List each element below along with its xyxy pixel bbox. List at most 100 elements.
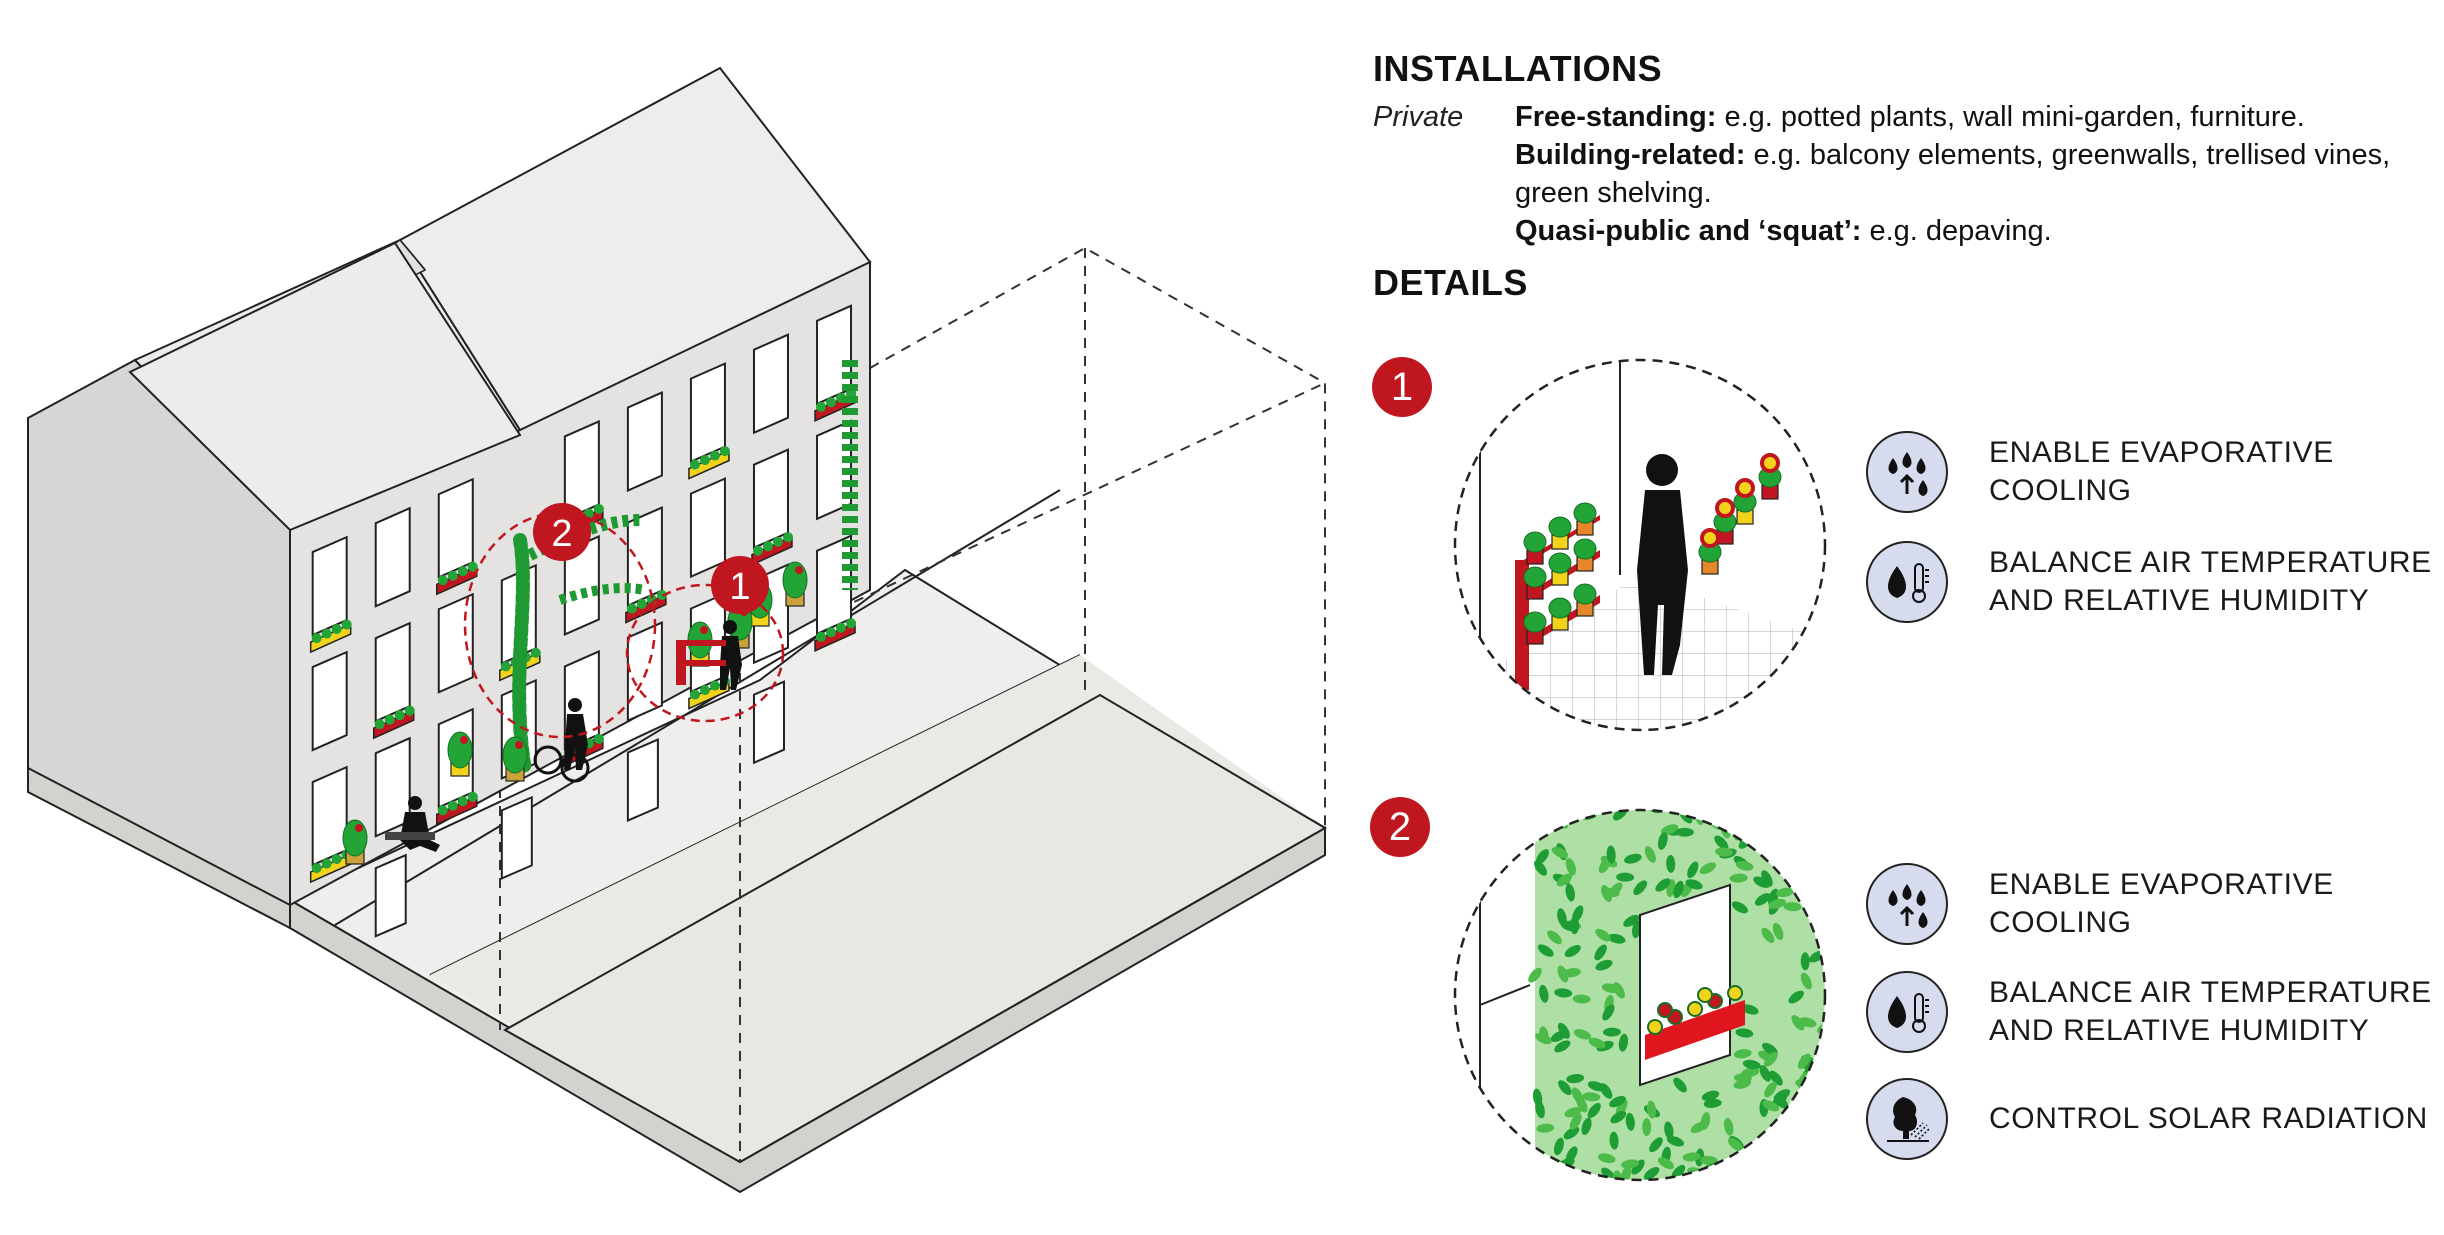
- window-box-plant: [826, 627, 837, 638]
- window-box-plant: [816, 401, 827, 412]
- vine-leaf: [1556, 873, 1573, 887]
- planter-flower: [700, 626, 708, 634]
- vine-leaf: [1782, 1185, 1802, 1195]
- evaporative-cooling-icon: [1866, 863, 1948, 945]
- window-box-plant: [467, 561, 478, 572]
- vine-leaf: [1687, 861, 1699, 879]
- window-box-plant: [530, 647, 541, 658]
- detail-1-vignette: [1453, 358, 1827, 732]
- window-box-plant: [331, 854, 342, 865]
- vine-leaf: [1535, 849, 1549, 865]
- window-box-plant: [636, 599, 647, 610]
- vine-leaf: [1772, 922, 1784, 941]
- vine-leaf: [1759, 823, 1778, 834]
- ground-slab: [27, 489, 1327, 1194]
- vine-leaf: [1595, 959, 1613, 971]
- window-box-plant: [593, 503, 604, 514]
- vine-leaf: [1537, 1162, 1552, 1177]
- vine-leaf: [1728, 1137, 1744, 1152]
- planter-shrub: [502, 736, 528, 774]
- vine-leaf: [1737, 796, 1757, 811]
- vine-leaf: [1669, 1181, 1686, 1195]
- vine-leaf: [1601, 983, 1620, 993]
- vine-leaf: [1723, 1117, 1734, 1136]
- vine-leaf: [1741, 1004, 1759, 1015]
- vine-leaf: [1582, 1092, 1601, 1102]
- vine-leaf: [1770, 1151, 1780, 1170]
- vine-leaf: [1547, 930, 1562, 945]
- vine-leaf: [1767, 843, 1785, 856]
- facade-greenery: [512, 360, 858, 777]
- potted-plant-leaves: [1548, 597, 1572, 619]
- vine-leaf: [1735, 860, 1754, 871]
- scene-marker-2: 2: [533, 503, 591, 561]
- vine-leaf: [1550, 1030, 1568, 1043]
- vine-leaf: [1572, 905, 1584, 923]
- vine-leaf: [1624, 853, 1642, 864]
- potted-plant-flower: [1715, 498, 1735, 518]
- street-illustration: 2 1: [27, 66, 1327, 1194]
- vine-leaf: [1577, 810, 1596, 815]
- detail-2-benefit-2: BALANCE AIR TEMPERATURE AND RELATIVE HUM…: [1865, 970, 2444, 1054]
- vine-leaf: [1682, 1152, 1701, 1162]
- window-box-plant: [321, 628, 332, 639]
- vine-leaf: [1823, 822, 1825, 835]
- vine-leaf: [1671, 1180, 1691, 1193]
- vine-leaf: [1754, 893, 1771, 906]
- vine-leaf: [1531, 810, 1547, 812]
- vine-leaf: [1700, 1112, 1711, 1130]
- vine-leaf: [1609, 1096, 1626, 1108]
- vine-leaf: [1602, 1004, 1615, 1021]
- potted-plant-leaves: [1548, 516, 1572, 538]
- window-box-plant: [341, 619, 352, 630]
- vine-leaf: [1535, 1100, 1545, 1119]
- vine-leaf: [1644, 846, 1656, 863]
- window-box-plant: [762, 541, 773, 552]
- window-box-plant: [836, 622, 847, 633]
- window-box-plant: [699, 455, 710, 466]
- vine-leaf: [1587, 1102, 1601, 1119]
- vine-leaf: [1666, 1136, 1685, 1147]
- window-box-plant: [583, 508, 594, 519]
- vine-leaf: [1656, 795, 1669, 809]
- facade-window: [816, 534, 853, 636]
- vine-leaf: [1760, 813, 1772, 831]
- vine-leaf: [1810, 1132, 1825, 1147]
- solar-radiation-icon: [1866, 1078, 1948, 1160]
- facade-door: [626, 738, 659, 823]
- vine-leaf: [1606, 845, 1616, 864]
- vine-leaf: [1530, 1177, 1542, 1180]
- vine-leaf: [1602, 1027, 1621, 1037]
- detail-1-benefit-2: BALANCE AIR TEMPERATURE AND RELATIVE HUM…: [1865, 540, 2444, 624]
- installations-category: Private: [1373, 101, 1464, 133]
- vine-leaf: [1557, 1182, 1568, 1195]
- vine-leaf: [1714, 847, 1733, 857]
- vine-leaf: [1714, 835, 1729, 850]
- detail-1-benefit-1: ENABLE EVAPORATIVE COOLING: [1865, 430, 2444, 514]
- window-box-plant: [311, 633, 322, 644]
- vine-leaf: [1551, 846, 1569, 859]
- vine-leaf: [1675, 827, 1694, 837]
- vine-leaf: [1554, 1040, 1571, 1053]
- facade-door: [374, 853, 407, 938]
- window-box-plant: [752, 545, 763, 556]
- details-heading: DETAILS: [1373, 262, 1528, 303]
- vine-leaf: [1806, 1173, 1825, 1180]
- vine-leaf: [1729, 873, 1748, 883]
- vine-leaf: [1573, 1029, 1592, 1040]
- vine-leaf: [1667, 795, 1682, 807]
- window-box-plant: [709, 680, 720, 691]
- facade-window: [626, 390, 663, 493]
- vine-leaf: [1588, 1037, 1606, 1049]
- scene-marker-1: 1: [711, 556, 769, 614]
- air-temperature-humidity-icon: [1866, 541, 1948, 623]
- window-box-plant: [404, 705, 415, 716]
- vine-leaf: [1563, 795, 1583, 810]
- vine-leaf: [1594, 944, 1607, 961]
- vine-leaf: [1565, 858, 1576, 876]
- vine-leaf: [1625, 1112, 1635, 1131]
- window-box-plant: [457, 796, 468, 807]
- vine-leaf: [1824, 1179, 1840, 1195]
- facade-window: [437, 592, 474, 694]
- vine-leaf: [1685, 879, 1703, 890]
